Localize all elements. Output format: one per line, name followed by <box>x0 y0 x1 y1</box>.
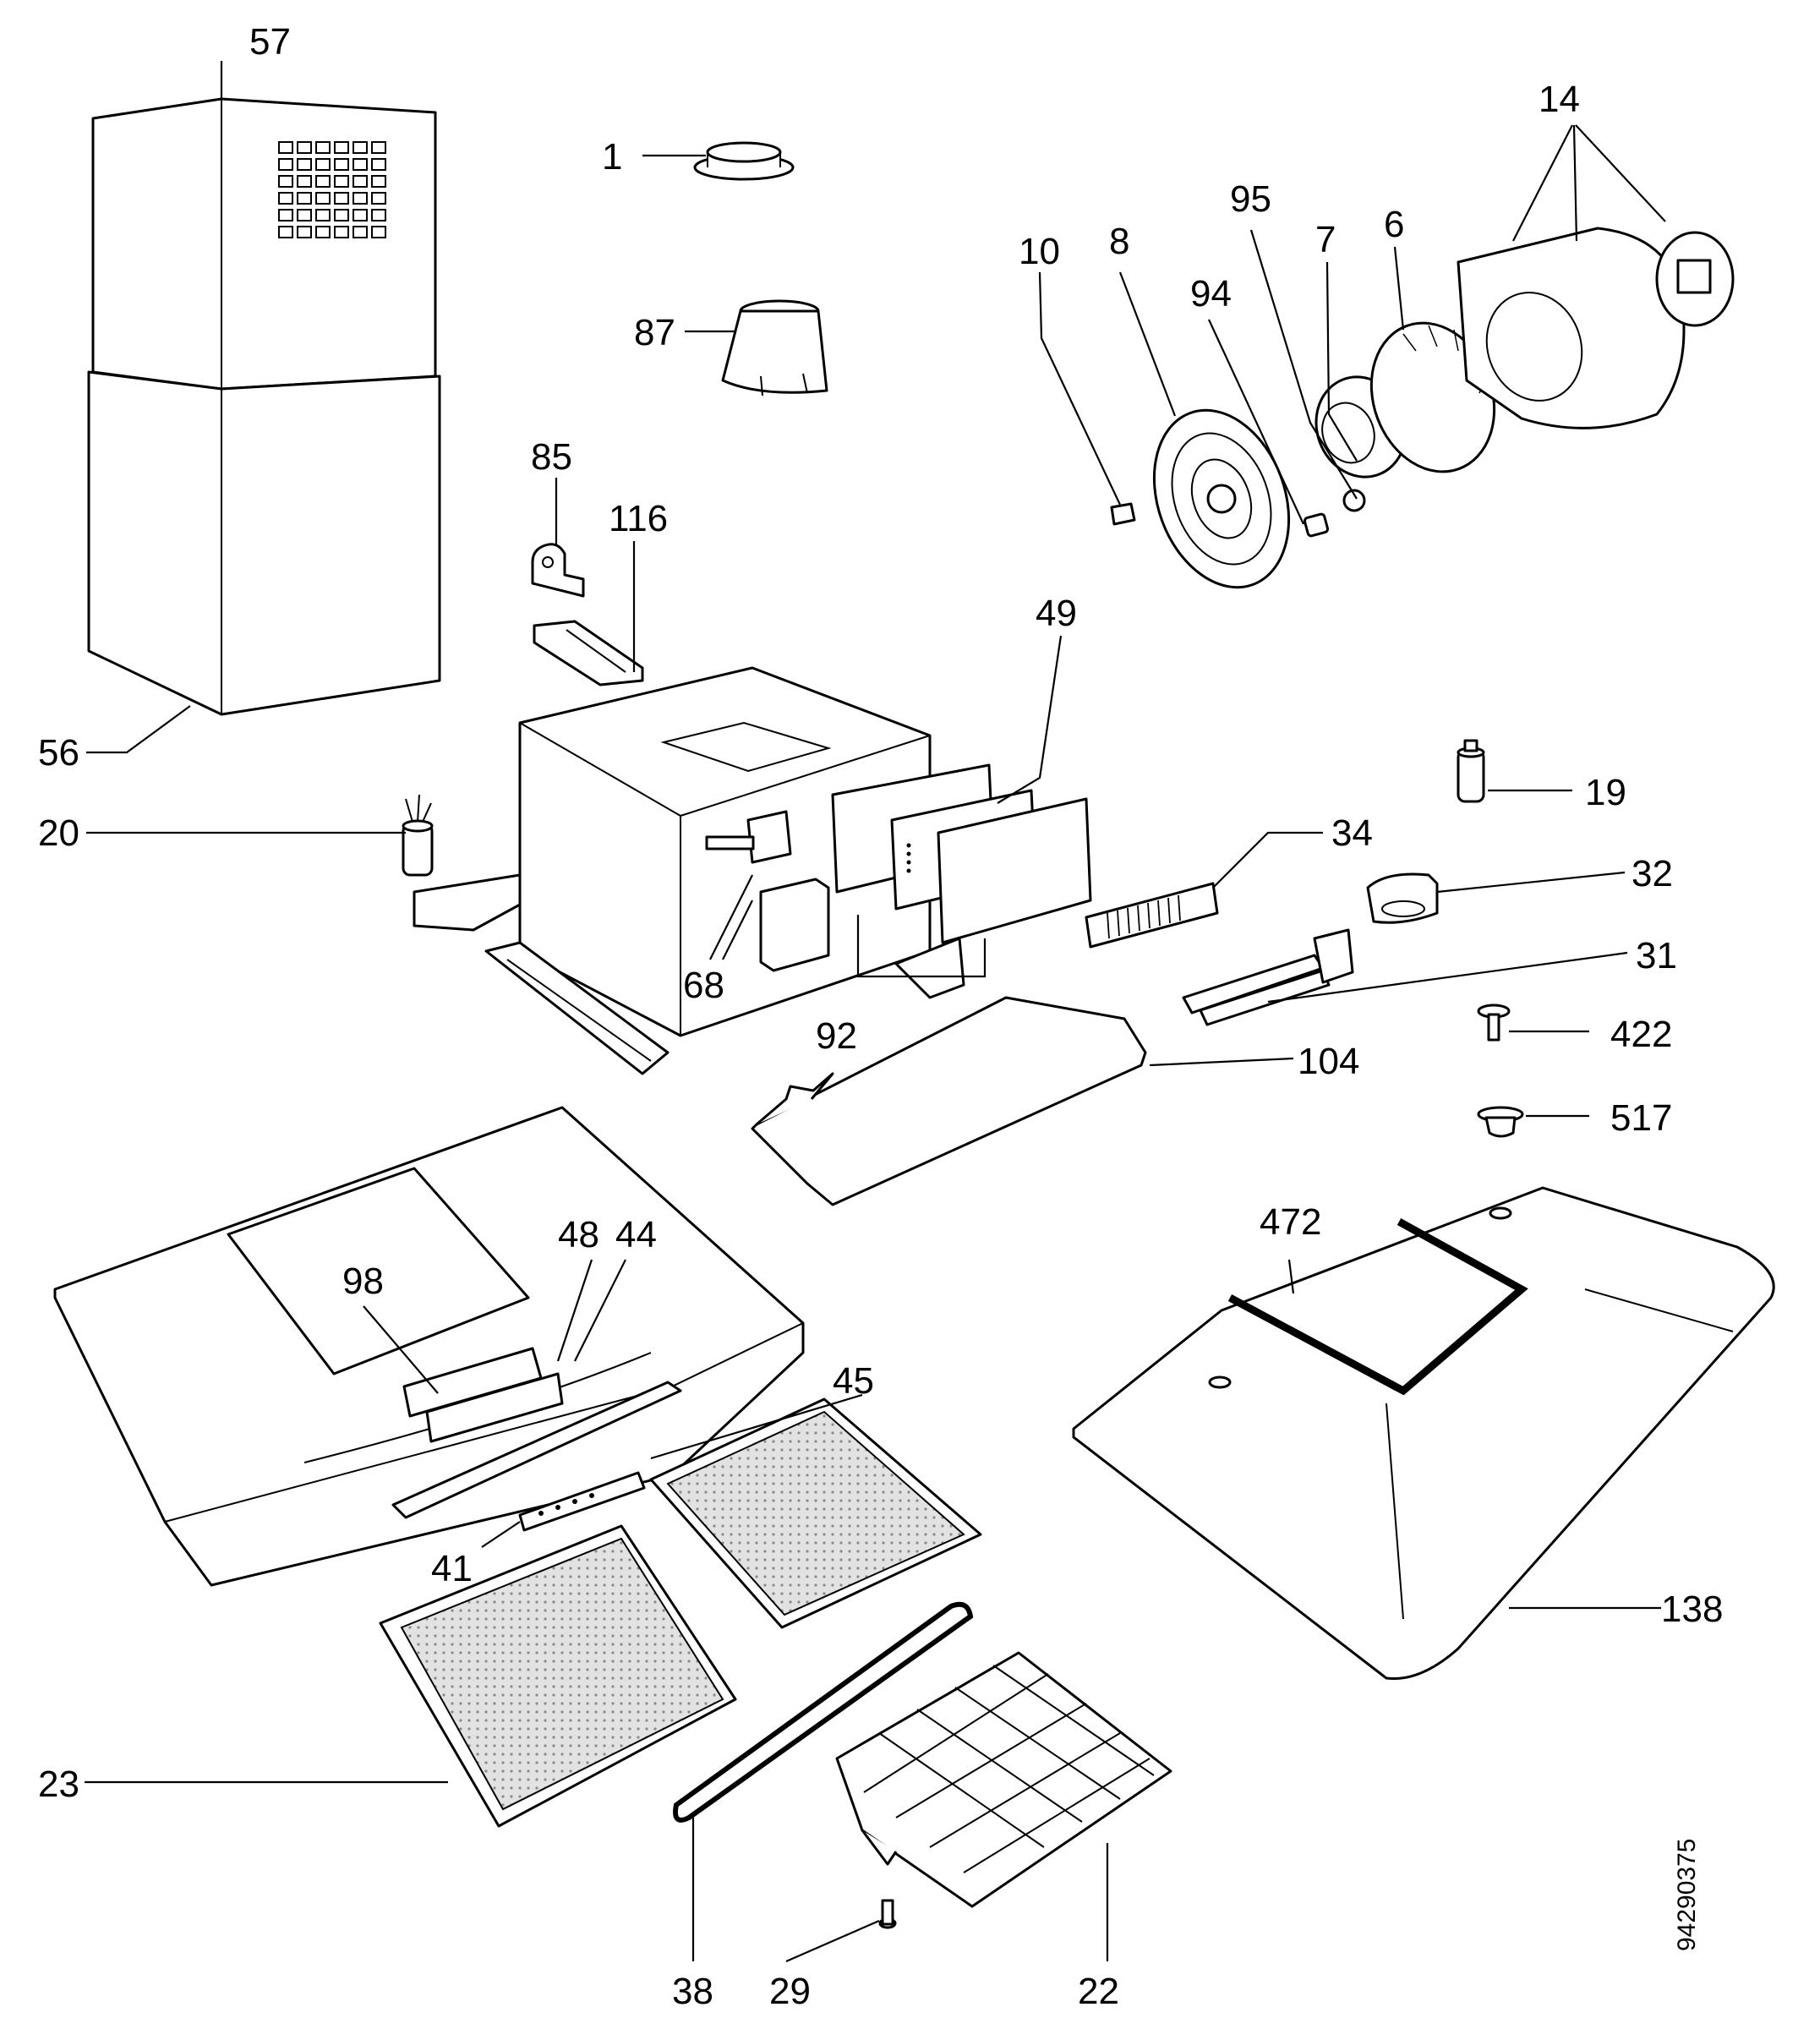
carbon-filter-part-22 <box>835 1651 1172 1908</box>
terminal-block-part-34 <box>1085 882 1219 949</box>
bush-part-517 <box>1477 1106 1524 1138</box>
label-44: 44 <box>615 1214 657 1255</box>
label-45: 45 <box>833 1360 874 1402</box>
label-104: 104 <box>1298 1041 1359 1082</box>
electronic-modules-92 <box>831 763 1092 944</box>
label-22: 22 <box>1078 1971 1119 2012</box>
label-98: 98 <box>342 1261 384 1302</box>
hood-canopy-body <box>53 1106 805 1587</box>
label-1: 1 <box>602 136 622 178</box>
label-19: 19 <box>1585 772 1626 813</box>
label-48: 48 <box>558 1214 599 1255</box>
label-23: 23 <box>38 1764 79 1805</box>
label-14: 14 <box>1539 79 1580 120</box>
label-138: 138 <box>1661 1589 1723 1630</box>
screw-part-29 <box>878 1899 897 1929</box>
duct-adapter-part-87 <box>721 299 828 397</box>
label-422: 422 <box>1610 1014 1672 1055</box>
label-6: 6 <box>1384 204 1404 245</box>
label-95: 95 <box>1230 178 1271 220</box>
hood-top-part-138 <box>1072 1186 1775 1681</box>
duct-ring-part-1 <box>693 141 795 181</box>
label-517: 517 <box>1610 1097 1672 1139</box>
slide-bracket-part-116 <box>533 620 644 686</box>
capacitor-part-20 <box>402 794 434 877</box>
light-cover-part-104 <box>751 996 1147 1206</box>
label-116: 116 <box>609 498 668 539</box>
electrical-parts-68 <box>705 810 830 972</box>
label-92: 92 <box>816 1015 857 1057</box>
lamp-holder-part-32 <box>1366 872 1439 924</box>
chimney-upper-part-57 <box>91 97 437 391</box>
label-49: 49 <box>1036 593 1077 634</box>
label-41: 41 <box>431 1548 473 1589</box>
chimney-lower-part-56 <box>87 370 441 716</box>
label-94: 94 <box>1190 273 1232 314</box>
label-85: 85 <box>531 436 572 478</box>
label-472: 472 <box>1260 1201 1321 1243</box>
label-87: 87 <box>634 312 675 353</box>
capacitor-part-19 <box>1457 739 1485 803</box>
part-labels: 57 1 87 85 116 56 20 10 8 95 94 7 6 14 4… <box>38 21 1723 2012</box>
knob-part-422 <box>1477 1004 1511 1042</box>
label-38: 38 <box>672 1971 713 2012</box>
grease-filter-part-45 <box>649 1397 982 1629</box>
label-32: 32 <box>1631 853 1673 894</box>
label-8: 8 <box>1109 221 1129 262</box>
grease-filter-part-23 <box>379 1524 737 1828</box>
bracket-part-85 <box>531 543 585 598</box>
label-57: 57 <box>249 21 291 63</box>
fan-assembly <box>1110 227 1735 589</box>
label-34: 34 <box>1331 812 1373 854</box>
label-29: 29 <box>769 1971 811 2012</box>
drawing-number: 94290375 <box>1673 1839 1701 1951</box>
label-31: 31 <box>1636 935 1677 976</box>
seal-strip-part-38 <box>673 1601 974 1823</box>
fluorescent-tube-part-31 <box>1182 928 1354 1026</box>
label-68: 68 <box>683 965 724 1006</box>
label-7: 7 <box>1315 219 1336 260</box>
label-56: 56 <box>38 732 79 774</box>
label-10: 10 <box>1019 231 1060 272</box>
label-20: 20 <box>38 812 79 854</box>
leader-lines <box>85 61 1666 1963</box>
